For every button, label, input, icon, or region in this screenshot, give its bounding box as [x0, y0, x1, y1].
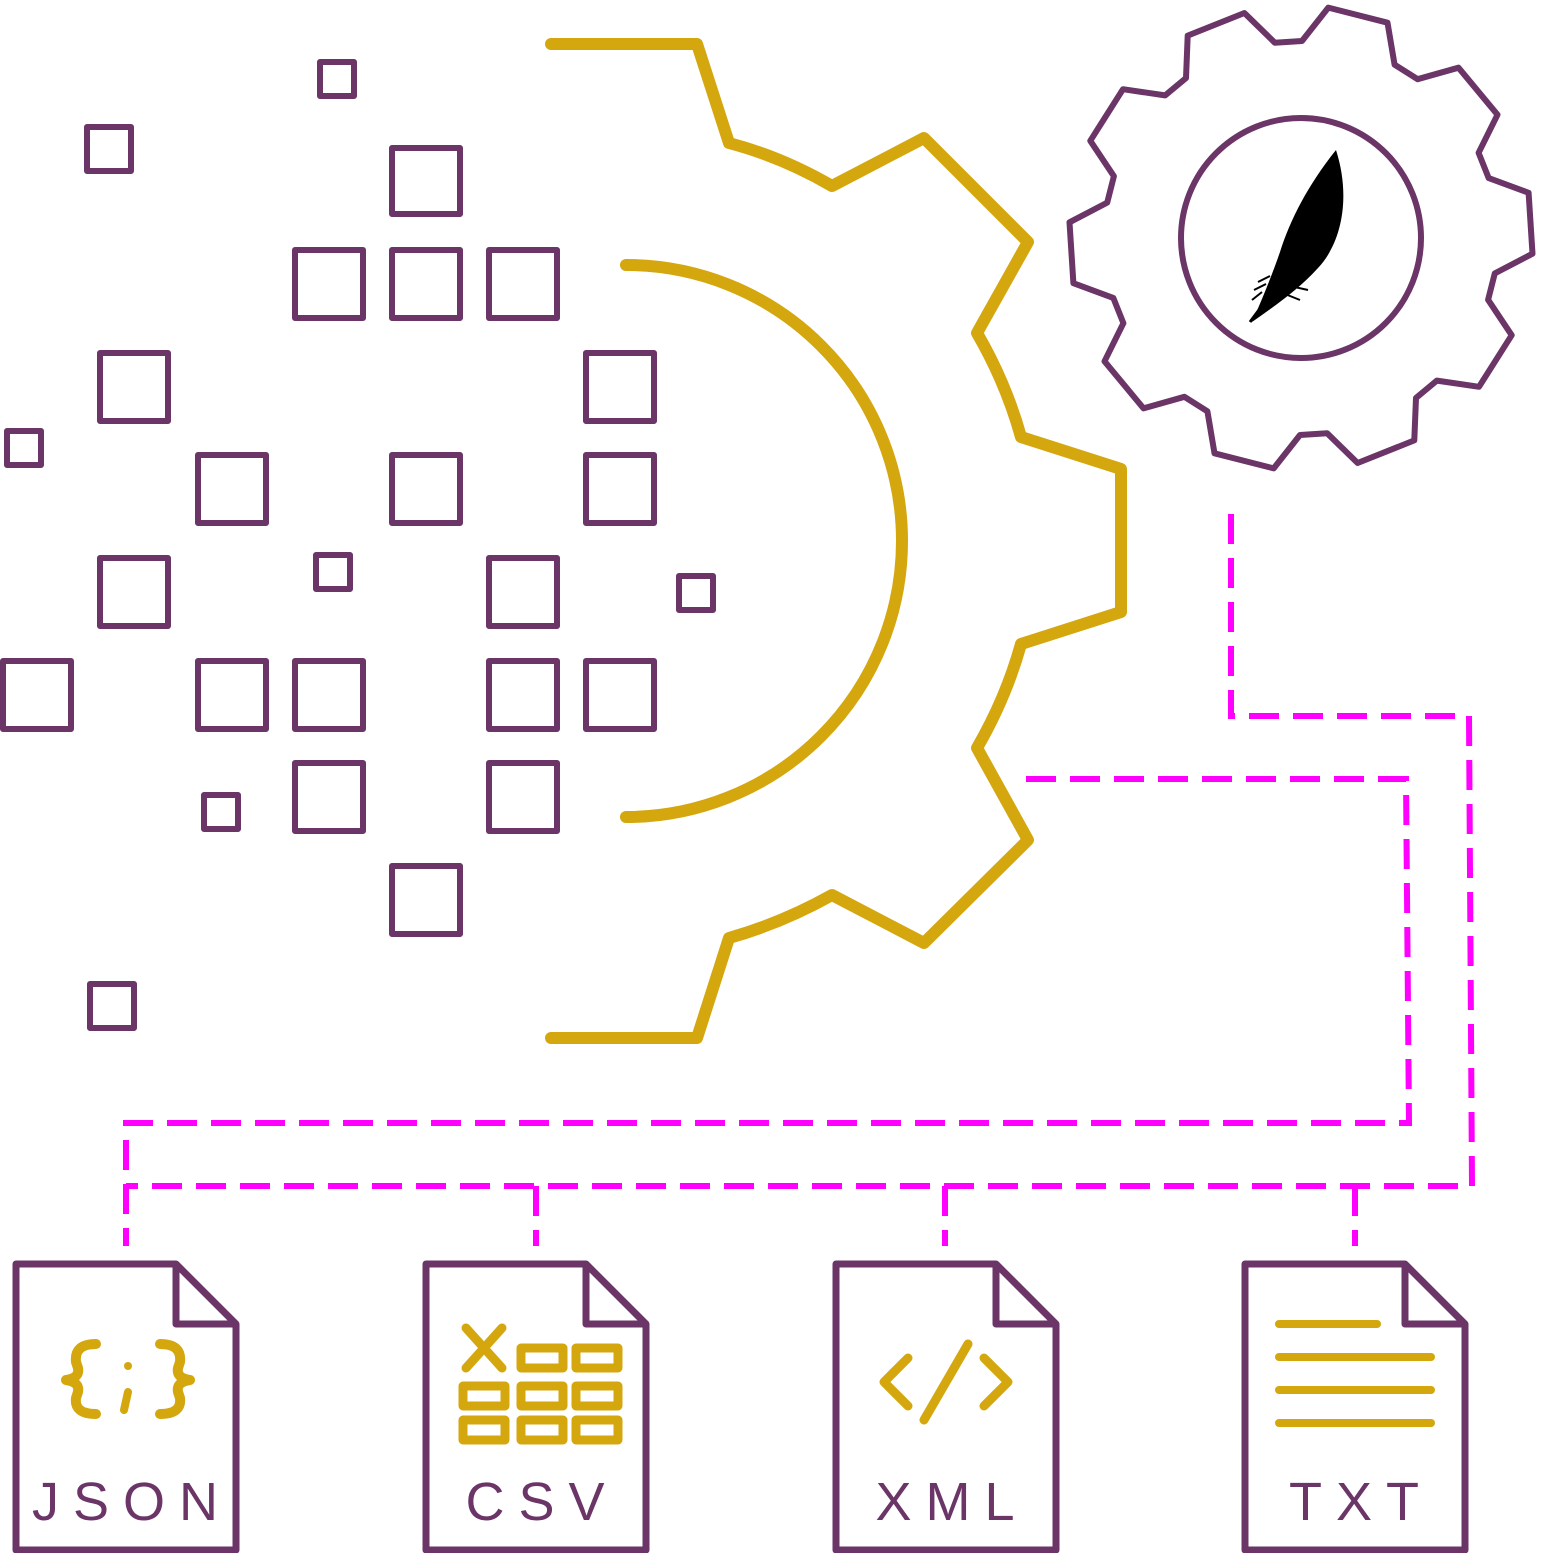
file-txt-document: TXT — [1241, 1260, 1469, 1553]
big-gear-inner-arc — [620, 259, 908, 823]
pixel-square — [676, 573, 716, 613]
big-gear-outline — [545, 38, 1127, 1044]
pixel-square — [486, 555, 560, 629]
file-outline — [832, 1260, 1060, 1553]
pixel-square — [195, 658, 269, 732]
file-label-xml: XML — [875, 1472, 1028, 1532]
pixel-square — [389, 452, 463, 526]
pixel-squares-icon — [0, 59, 716, 1031]
pixel-square — [292, 247, 366, 321]
file-outline — [422, 1260, 650, 1553]
pixel-square — [389, 145, 463, 217]
small-gear-outline — [1066, 4, 1536, 472]
pixel-square — [313, 552, 353, 592]
pixel-square — [201, 792, 241, 832]
file-xml-document: XML — [832, 1260, 1060, 1553]
pixel-square — [87, 981, 137, 1031]
connector-inner — [123, 776, 1413, 1246]
file-label-csv: CSV — [465, 1472, 618, 1532]
pixel-square — [583, 452, 657, 526]
pixel-square — [486, 247, 560, 321]
pixel-square — [486, 760, 560, 834]
spreadsheet-icon — [458, 1323, 623, 1445]
pixel-square — [0, 658, 74, 732]
feather-vane — [1252, 150, 1344, 322]
small-gear-hub — [1178, 115, 1424, 361]
connector-lines — [123, 514, 1476, 1246]
pixel-square — [486, 658, 560, 732]
pixel-square — [583, 658, 657, 732]
file-documents: JSON CSV XML TXT — [12, 1260, 1469, 1553]
pixel-square — [97, 555, 171, 629]
file-csv-document: CSV — [422, 1260, 650, 1553]
pixel-square — [84, 124, 134, 174]
file-fold-corner — [992, 1264, 1056, 1328]
feather-icon — [1248, 150, 1344, 323]
text-lines-icon — [1275, 1320, 1435, 1427]
file-label-txt: TXT — [1289, 1472, 1433, 1532]
gear-icon — [1066, 4, 1536, 472]
file-outline — [12, 1260, 240, 1553]
pixel-square — [4, 428, 44, 468]
file-fold-corner — [1401, 1264, 1465, 1328]
gear-icon — [545, 38, 1127, 1044]
file-json-document: JSON — [12, 1260, 240, 1553]
code-tag-icon — [879, 1339, 1013, 1425]
connector-outer — [126, 514, 1476, 1189]
file-outline — [1241, 1260, 1469, 1553]
file-fold-corner — [582, 1264, 646, 1328]
curly-braces-icon — [61, 1339, 195, 1419]
pixel-square — [317, 59, 357, 99]
pixel-square — [389, 247, 463, 321]
feather-shaft — [1248, 157, 1336, 323]
pixel-square — [292, 760, 366, 834]
pixel-square — [292, 658, 366, 732]
file-label-json: JSON — [32, 1472, 232, 1532]
pixel-square — [195, 452, 269, 526]
pixel-square — [583, 350, 657, 424]
pixel-square — [389, 863, 463, 937]
feather-barbs — [1251, 275, 1309, 301]
pixel-square — [97, 350, 171, 424]
file-fold-corner — [172, 1264, 236, 1328]
